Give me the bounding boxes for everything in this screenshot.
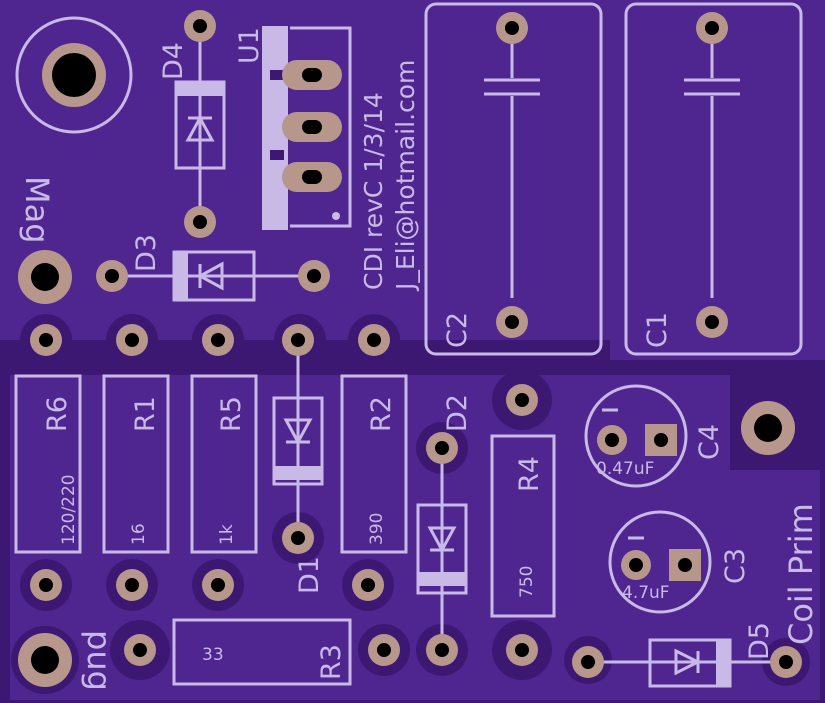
capacitor-c4: 0.47uF C4 bbox=[584, 384, 725, 488]
pug-connector: pug bbox=[18, 630, 118, 691]
capacitor-c3: 4.7uF C3 bbox=[608, 510, 751, 614]
regulator-u1: U1 bbox=[234, 26, 352, 230]
r2-ref: R2 bbox=[366, 396, 397, 432]
c3-ref: C3 bbox=[720, 548, 751, 584]
r2-value: 390 bbox=[367, 513, 387, 545]
revision-text: CDI revC 1/3/14 bbox=[359, 92, 388, 290]
r6-ref: R6 bbox=[42, 396, 73, 432]
author-text: J_Eli@hotmail.com bbox=[391, 60, 420, 292]
c2-ref: C2 bbox=[442, 312, 473, 348]
resistor-r1: R1 16 bbox=[102, 374, 170, 554]
capacitor-c1: C1 bbox=[624, 2, 803, 356]
resistor-r2: R2 390 bbox=[340, 374, 408, 554]
top-row-pads bbox=[30, 324, 390, 356]
c3-value: 4.7uF bbox=[622, 583, 670, 603]
r3-value: 33 bbox=[202, 645, 224, 665]
d1-ref: D1 bbox=[294, 556, 325, 594]
bottom-row-pads bbox=[30, 569, 538, 666]
diode-d1: D1 bbox=[272, 324, 325, 594]
r6-value: 120/220 bbox=[59, 474, 79, 545]
diode-d4: D4 bbox=[158, 10, 226, 238]
r3-ref: R3 bbox=[316, 644, 347, 680]
r4-value: 750 bbox=[517, 566, 537, 598]
coil-prim-label: Coil Prim bbox=[782, 503, 820, 645]
diode-d3: D3 bbox=[96, 234, 330, 302]
mag-connector: Mag bbox=[18, 176, 72, 304]
diode-d2: D2 bbox=[416, 394, 473, 666]
c4-ref: C4 bbox=[694, 424, 725, 460]
r5-value: 1k bbox=[217, 524, 237, 545]
mag-label: Mag bbox=[18, 176, 56, 244]
d5-ref: D5 bbox=[744, 622, 775, 660]
c1-ref: C1 bbox=[642, 312, 673, 348]
d3-ref: D3 bbox=[131, 234, 162, 272]
mounting-hole bbox=[15, 16, 133, 134]
resistor-r4: R4 750 bbox=[490, 384, 556, 618]
resistor-r3: 33 R3 bbox=[124, 618, 400, 686]
capacitor-c2: C2 bbox=[424, 2, 603, 356]
pug-label: pug bbox=[80, 630, 118, 691]
u1-ref: U1 bbox=[234, 27, 265, 64]
r5-ref: R5 bbox=[216, 396, 247, 432]
diode-d5: D5 bbox=[572, 622, 802, 688]
r1-ref: R1 bbox=[130, 396, 161, 432]
resistor-r5: R5 1k bbox=[190, 374, 258, 554]
coil-prim-connector: Coil Prim bbox=[741, 401, 820, 645]
resistor-r6: R6 120/220 bbox=[14, 374, 82, 554]
d4-ref: D4 bbox=[158, 42, 189, 80]
d2-ref: D2 bbox=[442, 394, 473, 432]
r4-ref: R4 bbox=[514, 456, 545, 492]
c4-value: 0.47uF bbox=[596, 459, 654, 479]
r1-value: 16 bbox=[129, 523, 149, 545]
